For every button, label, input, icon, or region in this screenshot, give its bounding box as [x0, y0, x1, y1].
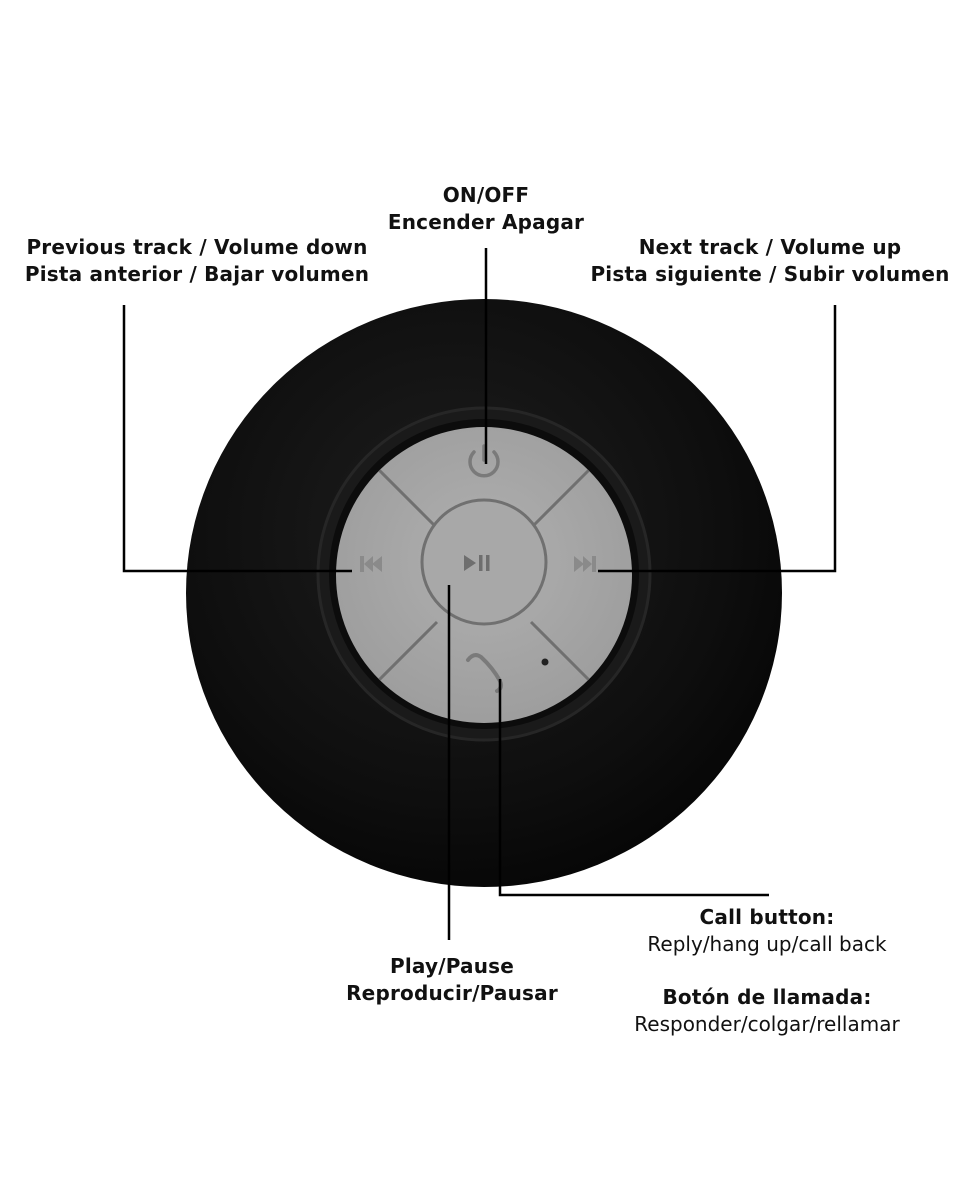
label-call: Call button: Reply/hang up/call back Bot… — [602, 904, 932, 1038]
leader-call — [498, 679, 769, 897]
leader-previous — [122, 305, 352, 573]
label-play-pause-en: Play/Pause — [389, 954, 515, 978]
label-previous: Previous track / Volume down Pista anter… — [17, 234, 377, 288]
label-call-title-en: Call button: — [699, 905, 835, 929]
control-face — [336, 427, 632, 723]
power-icon — [468, 444, 500, 478]
label-power-es: Encender Apagar — [387, 210, 585, 234]
label-next-en: Next track / Volume up — [638, 235, 902, 259]
label-play-pause: Play/Pause Reproducir/Pausar — [337, 953, 567, 1007]
label-play-pause-es: Reproducir/Pausar — [346, 981, 558, 1005]
label-call-desc-es: Responder/colgar/rellamar — [634, 1012, 900, 1036]
label-call-title-es: Botón de llamada: — [662, 985, 872, 1009]
label-previous-es: Pista anterior / Bajar volumen — [24, 262, 370, 286]
label-next-es: Pista siguiente / Subir volumen — [590, 262, 950, 286]
microphone-dot — [541, 658, 549, 666]
label-power: ON/OFF Encender Apagar — [380, 182, 592, 236]
play-pause-icon — [464, 555, 490, 571]
previous-track-icon — [360, 556, 382, 572]
label-previous-en: Previous track / Volume down — [26, 235, 368, 259]
label-call-desc-en: Reply/hang up/call back — [647, 932, 887, 956]
next-track-icon — [574, 556, 596, 572]
leader-lines — [122, 248, 837, 940]
play-pause-button[interactable] — [424, 502, 544, 622]
leader-next — [598, 305, 837, 573]
label-next: Next track / Volume up Pista siguiente /… — [586, 234, 954, 288]
label-power-en: ON/OFF — [442, 183, 530, 207]
